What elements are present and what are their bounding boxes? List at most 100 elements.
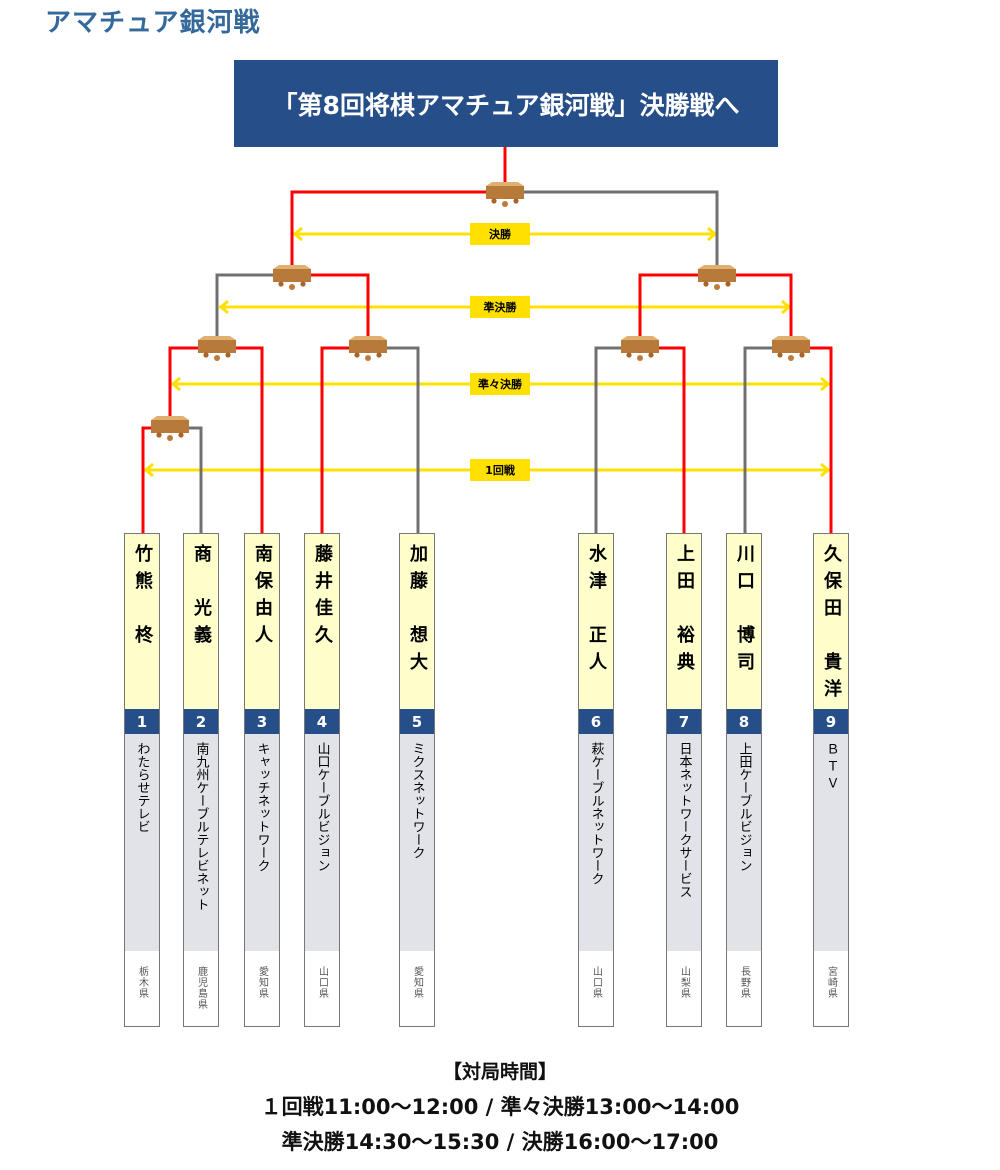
bracket-line [717,273,793,348]
bracket-line [640,346,686,533]
shogi-board-icon [621,336,659,361]
bracket-line [791,346,833,533]
player-name-cell: 久保田 貴洋 [814,534,848,709]
player-number: 2 [184,709,218,734]
player-number: 5 [400,709,434,734]
bracket-line [290,190,505,275]
player-name: 竹熊 柊 [132,544,153,652]
player-number: 1 [125,709,159,734]
shogi-board-icon [698,265,736,290]
player-prefecture: 長野県 [738,966,750,999]
player-card: 水津 正人 6 萩ケーブルネットワーク 山口県 [578,533,614,1027]
player-affiliation: 山口ケーブルビジョン [314,742,330,872]
player-card: 上田 裕典 7 日本ネットワークサービス 山梨県 [666,533,702,1027]
player-prefecture: 愛知県 [256,966,268,999]
shogi-board-icon [151,416,189,441]
player-name-cell: 上田 裕典 [667,534,701,709]
player-affiliation-cell: Ｂ Ｔ Ｖ [814,734,848,951]
bracket-line [320,346,368,533]
player-card: 南保由人 3 キャッチネットワーク 愛知県 [244,533,280,1027]
player-prefecture-cell: 山口県 [305,951,339,999]
schedule-line-1: １回戦11:00～12:00 / 準々決勝13:00～14:00 [260,1095,740,1119]
bracket-line [594,346,640,533]
player-prefecture-cell: 長野県 [727,951,761,999]
arrow-semi-head-right [781,299,792,315]
player-card: 久保田 貴洋 9 Ｂ Ｔ Ｖ 宮崎県 [813,533,849,1027]
schedule-heading: 【対局時間】 [442,1061,557,1083]
player-affiliation-cell: わたらせテレビ [125,734,159,951]
schedule: 【対局時間】 １回戦11:00～12:00 / 準々決勝13:00～14:00 … [0,1055,1000,1160]
player-affiliation-cell: キャッチネットワーク [245,734,279,951]
player-name-cell: 藤井佳久 [305,534,339,709]
arrow-quarter-head-left [170,376,181,392]
player-prefecture: 宮崎県 [825,966,837,999]
player-affiliation: 南九州ケーブルテレビネット [193,742,209,911]
shogi-board-icon [486,182,524,207]
bracket-line [292,273,370,348]
player-prefecture-cell: 宮崎県 [814,951,848,999]
arrow-first-head-left [143,462,154,478]
player-card: 商 光義 2 南九州ケーブルテレビネット 鹿児島県 [183,533,219,1027]
player-number: 7 [667,709,701,734]
final-banner: 「第8回将棋アマチュア銀河戦」決勝戦へ [234,60,778,147]
bracket-line [743,346,791,533]
shogi-board-icon [349,336,387,361]
player-name: 水津 正人 [586,544,607,679]
player-card: 川口 博司 8 上田ケーブルビジョン 長野県 [726,533,762,1027]
player-prefecture-cell: 山口県 [579,951,613,999]
player-prefecture: 愛知県 [411,966,423,999]
player-affiliation: Ｂ Ｔ Ｖ [823,742,839,790]
arrow-semi-head-left [218,299,229,315]
player-number: 8 [727,709,761,734]
round-label-quarter: 準々決勝 [470,373,530,395]
player-card: 加藤 想大 5 ミクスネットワーク 愛知県 [399,533,435,1027]
player-affiliation-cell: 山口ケーブルビジョン [305,734,339,951]
player-prefecture: 栃木県 [136,966,148,999]
shogi-board-icon [273,265,311,290]
player-affiliation-cell: ミクスネットワーク [400,734,434,951]
shogi-board-icon [772,336,810,361]
player-affiliation: キャッチネットワーク [254,742,270,872]
bracket-line [215,273,292,348]
bracket-line [170,426,203,533]
player-card: 竹熊 柊 1 わたらせテレビ 栃木県 [124,533,160,1027]
player-affiliation: 萩ケーブルネットワーク [588,742,604,885]
player-affiliation: 上田ケーブルビジョン [736,742,752,872]
arrow-final-head-right [707,226,718,242]
player-affiliation: わたらせテレビ [134,742,150,833]
bracket-line [505,190,719,275]
player-prefecture: 鹿児島県 [195,966,207,1010]
player-prefecture: 山口県 [590,966,602,999]
player-name: 南保由人 [252,544,273,652]
player-number: 4 [305,709,339,734]
player-affiliation: 日本ネットワークサービス [676,742,692,898]
bracket-line [141,426,170,533]
player-number: 6 [579,709,613,734]
player-card: 藤井佳久 4 山口ケーブルビジョン 山口県 [304,533,340,1027]
player-name: 上田 裕典 [674,544,695,679]
player-name-cell: 水津 正人 [579,534,613,709]
player-name: 商 光義 [191,544,212,652]
player-prefecture-cell: 愛知県 [400,951,434,999]
arrow-first-head-right [820,462,831,478]
player-number: 3 [245,709,279,734]
player-name: 川口 博司 [734,544,755,679]
player-prefecture: 山口県 [316,966,328,999]
schedule-line-2: 準決勝14:30～15:30 / 決勝16:00～17:00 [281,1130,719,1154]
bracket-line [368,346,420,533]
player-prefecture-cell: 鹿児島県 [184,951,218,1010]
shogi-board-icon [198,336,236,361]
player-name-cell: 川口 博司 [727,534,761,709]
site-title: アマチュア銀河戦 [45,8,261,38]
player-prefecture-cell: 愛知県 [245,951,279,999]
player-affiliation-cell: 上田ケーブルビジョン [727,734,761,951]
player-name-cell: 加藤 想大 [400,534,434,709]
bracket-line [217,346,264,533]
player-affiliation-cell: 南九州ケーブルテレビネット [184,734,218,951]
player-name: 久保田 貴洋 [821,544,842,706]
banner-text: 「第8回将棋アマチュア銀河戦」決勝戦へ [272,90,740,120]
player-name: 藤井佳久 [312,544,333,652]
player-name-cell: 南保由人 [245,534,279,709]
player-affiliation: ミクスネットワーク [409,742,425,859]
round-label-semi: 準決勝 [470,296,530,318]
